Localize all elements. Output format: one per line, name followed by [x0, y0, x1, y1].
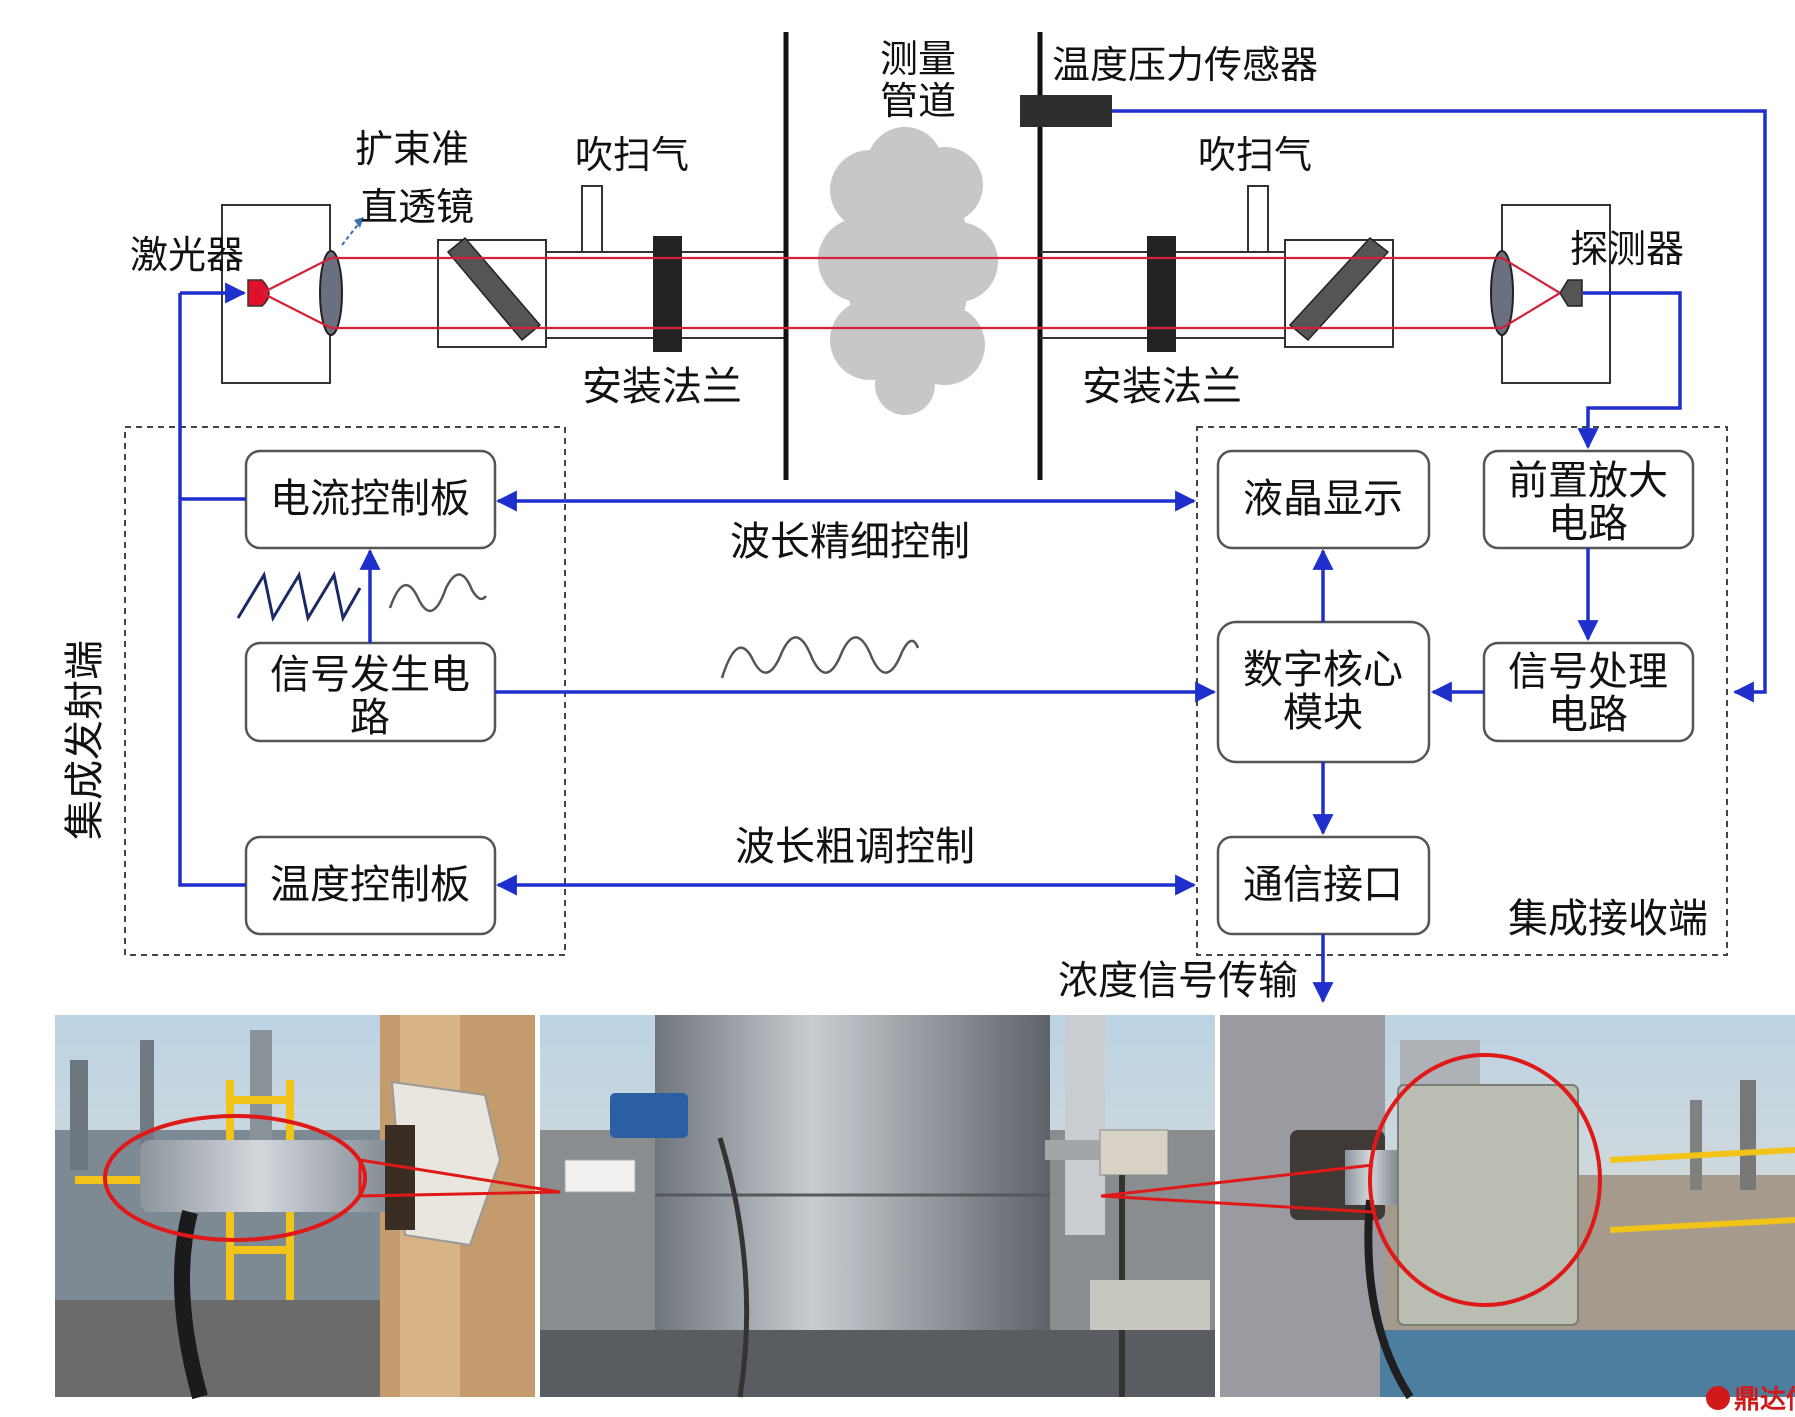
- laser-emitter-icon: [247, 279, 270, 307]
- core-label-line1: 数字核心: [1243, 647, 1403, 693]
- gas-cloud-icon: [818, 127, 998, 415]
- right-flange-label: 安装法兰: [1082, 364, 1242, 410]
- preamp-label-line1: 前置放大: [1508, 458, 1668, 504]
- signal-gen-label-line1: 信号发生电: [270, 652, 470, 698]
- signal-proc-label-line1: 信号处理: [1508, 649, 1668, 695]
- photo-pipe-install: [540, 1015, 1215, 1398]
- right-purge-label: 吹扫气: [1198, 133, 1312, 177]
- signal-gen-label-line2: 路: [350, 695, 390, 741]
- callout-left: [358, 1158, 561, 1198]
- left-flange-icon: [653, 236, 682, 352]
- pipe-label-line2: 管道: [880, 79, 956, 123]
- transmit-group-label: 集成发射端: [62, 640, 108, 840]
- right-purge-inlet: [1247, 185, 1269, 253]
- right-flange-icon: [1147, 236, 1176, 352]
- core-label-line2: 模块: [1283, 690, 1363, 736]
- left-purge-inlet: [581, 185, 603, 253]
- sensor-label: 温度压力传感器: [1052, 43, 1318, 87]
- signal-proc-label-line2: 电路: [1548, 692, 1628, 738]
- concentration-output-label: 浓度信号传输: [1058, 958, 1298, 1004]
- current-board-label: 电流控制板: [270, 476, 470, 522]
- left-beam-window-icon: [446, 236, 542, 342]
- receive-group-label: 集成接收端: [1508, 896, 1708, 942]
- laser-beam: [261, 256, 1561, 330]
- photo-transmitter-install: [55, 1015, 535, 1400]
- temp-board-label: 温度控制板: [270, 862, 470, 908]
- lcd-label: 液晶显示: [1243, 476, 1403, 522]
- temp-pressure-sensor-icon: [1020, 95, 1112, 127]
- detector-icon: [1559, 279, 1583, 307]
- lcd-display-box: [1216, 449, 1431, 550]
- lens-label-line2: 直透镜: [360, 185, 474, 229]
- left-flange-label: 安装法兰: [582, 364, 742, 410]
- laser-label: 激光器: [130, 233, 244, 277]
- left-purge-label: 吹扫气: [575, 133, 689, 177]
- right-beam-window-icon: [1288, 236, 1390, 342]
- sine-wave-large-icon: [720, 636, 920, 679]
- callout-right-bottom: [1100, 1194, 1374, 1214]
- sine-wave-small-icon: [388, 573, 487, 612]
- photo-receiver-install: [1220, 1015, 1795, 1400]
- sawtooth-wave-icon: [236, 570, 362, 623]
- watermark-text: 鼎达信: [1734, 1385, 1795, 1415]
- pipe-label-line1: 测量: [880, 37, 956, 81]
- comm-port-label: 通信接口: [1243, 862, 1403, 908]
- focusing-lens-icon: [1490, 250, 1514, 336]
- sensor-line: [1112, 109, 1767, 703]
- coarse-control-label: 波长粗调控制: [735, 824, 975, 870]
- preamp-label-line2: 电路: [1548, 501, 1628, 547]
- lens-pointer: [341, 221, 361, 246]
- fine-control-label: 波长精细控制: [730, 519, 970, 565]
- detector-to-preamp-line: [1577, 291, 1682, 450]
- watermark-logo-icon: [1706, 1386, 1730, 1410]
- callout-right-top: [1100, 1163, 1374, 1198]
- collimating-lens-icon: [319, 250, 343, 336]
- lens-label-line1: 扩束准: [355, 127, 469, 171]
- detector-label: 探测器: [1570, 227, 1684, 271]
- laser-drive-line: [178, 497, 246, 887]
